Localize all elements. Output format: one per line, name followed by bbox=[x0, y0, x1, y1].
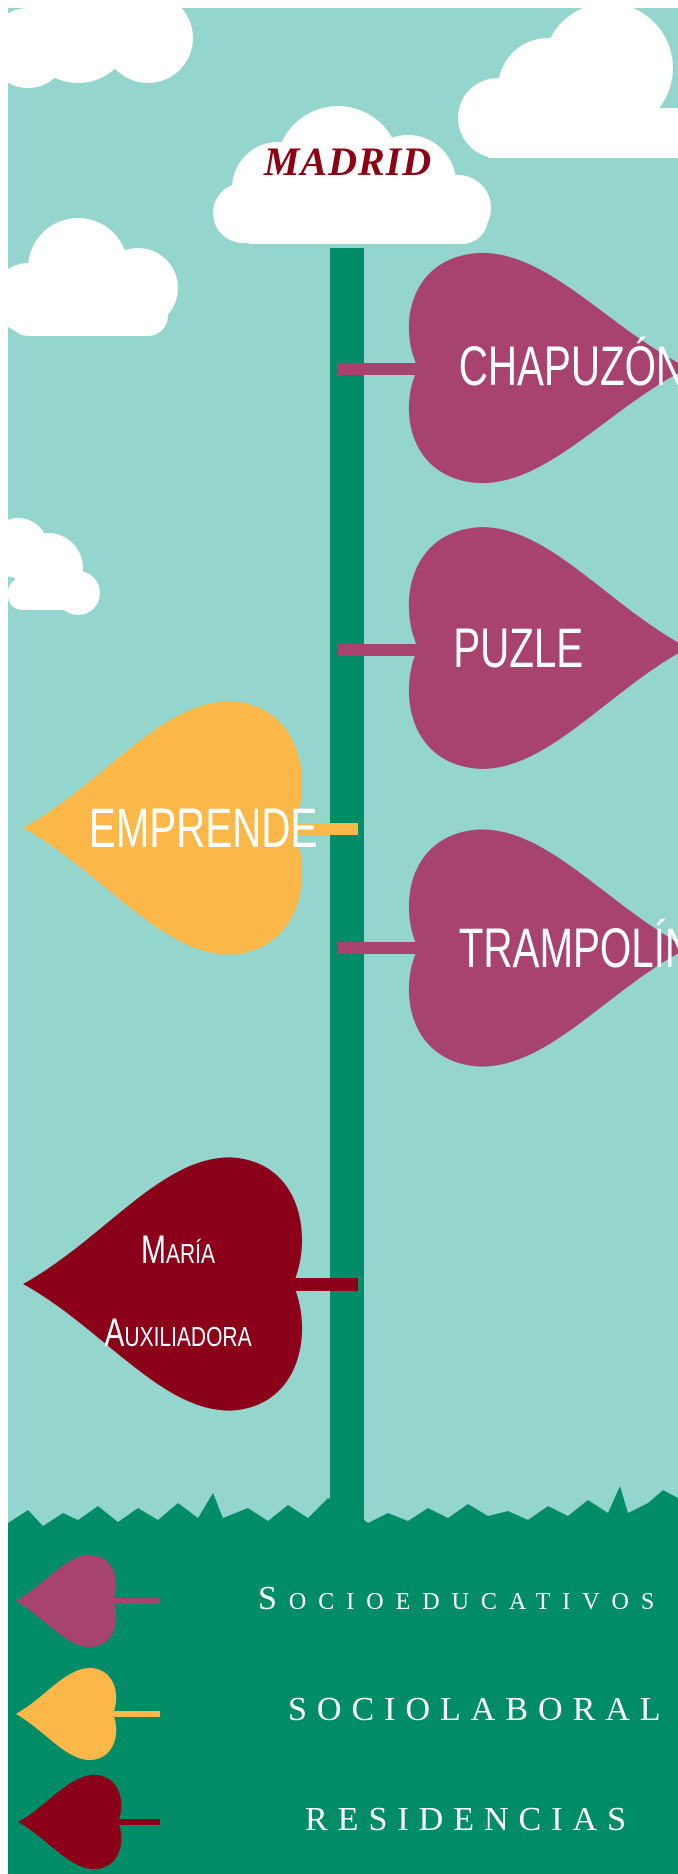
leaf-label-maria-line1: María bbox=[96, 1230, 261, 1270]
title-madrid: MADRID bbox=[238, 138, 458, 185]
legend-label-sociolaboral: sociolaboral bbox=[288, 1691, 671, 1729]
cloud-left-2 bbox=[8, 518, 100, 615]
leaf-label-trampolin: TRAMPOLÍN bbox=[459, 920, 617, 976]
leaf-label-maria-line2: Auxiliadora bbox=[81, 1313, 276, 1353]
infographic-canvas: MADRID CHAPUZÓN PUZLE EMPRENDE TRAMPOLÍN… bbox=[8, 8, 678, 1874]
leaf-label-chapuzon: CHAPUZÓN bbox=[459, 338, 617, 394]
legend-label-residencias: residencias bbox=[305, 1801, 636, 1839]
legend-label-socioeducativos: Socioeducativos bbox=[258, 1580, 666, 1618]
leaf-label-emprende: EMPRENDE bbox=[89, 800, 247, 856]
stem bbox=[330, 248, 364, 1538]
cloud-top-right bbox=[458, 8, 678, 158]
leaf-maria bbox=[23, 1157, 302, 1410]
leaf-label-puzle: PUZLE bbox=[453, 620, 583, 676]
cloud-top-left bbox=[8, 8, 193, 88]
cloud-left-1 bbox=[8, 218, 178, 336]
